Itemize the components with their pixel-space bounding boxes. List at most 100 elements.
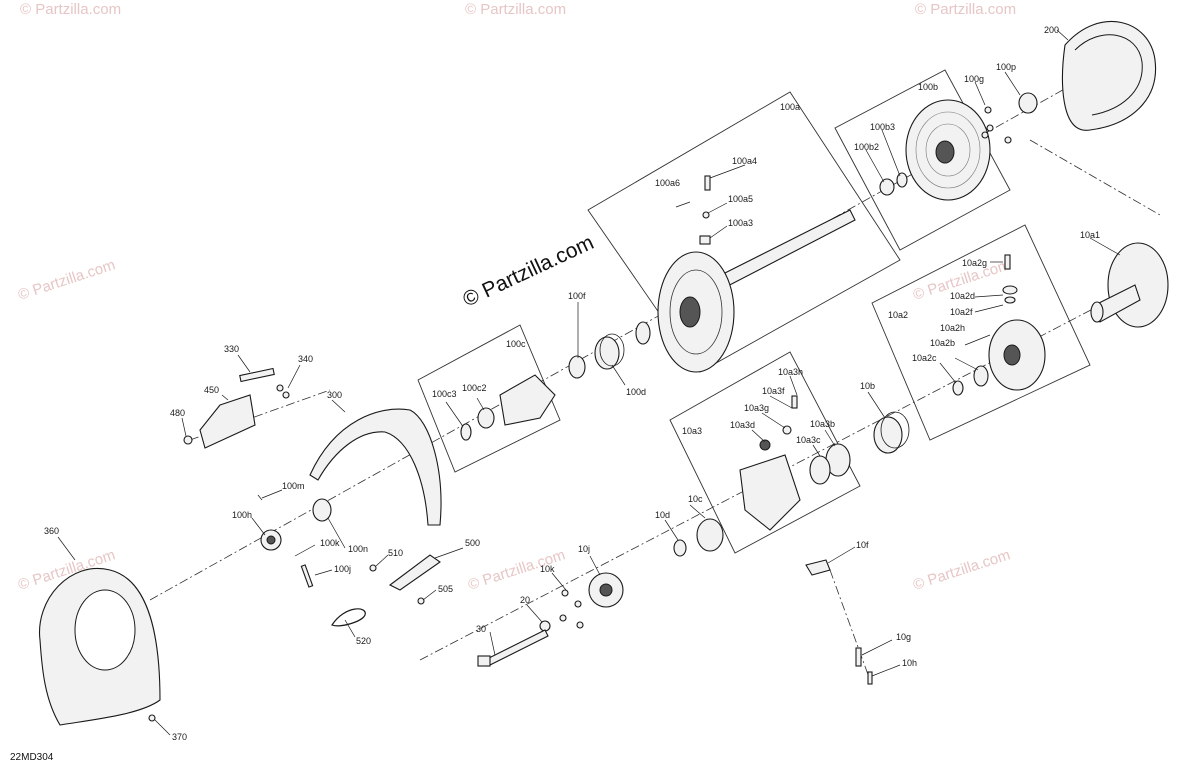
part-label: 360 [44, 526, 59, 536]
clip-520 [331, 608, 366, 627]
bearing-100c2 [477, 407, 495, 429]
part-label: 100a6 [655, 178, 680, 188]
bushing-100a3 [699, 235, 711, 245]
part-label: 200 [1044, 25, 1059, 35]
leader-lines [57, 29, 1121, 736]
part-label: 300 [327, 390, 342, 400]
spider-10a3 [739, 454, 801, 531]
part-label: 10a3h [778, 367, 803, 377]
assembly-box-100a [587, 91, 901, 373]
part-label: 100j [334, 564, 351, 574]
part-label: 100a5 [728, 194, 753, 204]
bearing-10c [696, 518, 724, 552]
part-label: 100a [780, 102, 800, 112]
part-label: 100b3 [870, 122, 895, 132]
part-labels: 200 100g 100p 100b 100a 100b3 100b2 100a… [44, 25, 1100, 742]
part-label: 10g [896, 632, 911, 642]
axis-line-belt [1029, 139, 1161, 216]
retainer-500 [388, 554, 441, 591]
part-label: 100g [964, 74, 984, 84]
part-label: 520 [356, 636, 371, 646]
part-label: 10c [688, 494, 703, 504]
part-label: 340 [298, 354, 313, 364]
part-label: 100n [348, 544, 368, 554]
part-label: 100f [568, 291, 586, 301]
assembly-box-100b [834, 69, 1011, 251]
pin-10g [855, 647, 862, 667]
bearing-100p [1018, 92, 1038, 114]
part-label: 100h [232, 510, 252, 520]
drive-belt [1061, 20, 1157, 131]
washer-100f [568, 355, 586, 379]
part-label: 10a3b [810, 419, 835, 429]
part-label: 10a2c [912, 353, 937, 363]
part-label: 10a3f [762, 386, 785, 396]
watermark: © Partzilla.com [16, 256, 117, 303]
part-label: 480 [170, 408, 185, 418]
part-label: 10a3 [682, 426, 702, 436]
part-label: 450 [204, 385, 219, 395]
part-label: 10a2d [950, 291, 975, 301]
part-label: 100k [320, 538, 340, 548]
part-label: 30 [476, 624, 486, 634]
ring-100c3 [460, 423, 472, 441]
part-label: 10a2b [930, 338, 955, 348]
ring-100b3 [896, 172, 908, 188]
part-label: 10a3c [796, 435, 821, 445]
part-label: 510 [388, 548, 403, 558]
axis-line-pins [829, 569, 871, 681]
part-label: 20 [520, 595, 530, 605]
part-label: 370 [172, 732, 187, 742]
part-label: 10f [856, 540, 869, 550]
assembly-box-10a3 [669, 351, 861, 554]
part-label: 10a1 [1080, 230, 1100, 240]
spring-100d [594, 336, 620, 370]
part-label: 100c3 [432, 389, 457, 399]
belt-guard-300 [309, 408, 442, 526]
watermark: © Partzilla.com [465, 1, 566, 18]
part-label: 10a3g [744, 403, 769, 413]
plate-330 [239, 367, 275, 383]
part-label: 330 [224, 344, 239, 354]
bearing-10a2b [973, 365, 989, 387]
part-label: 100b [918, 82, 938, 92]
part-label: 505 [438, 584, 453, 594]
part-label: 100c [506, 339, 526, 349]
lever-10f [805, 559, 831, 576]
ring-10d [673, 539, 687, 557]
bolt-30 [484, 629, 549, 667]
part-label: 100m [282, 481, 305, 491]
spider-100c [499, 374, 556, 426]
ring-100b2 [879, 178, 895, 196]
part-label: 10a2h [940, 323, 965, 333]
sheave-10a1 [1107, 242, 1169, 328]
part-label: 500 [465, 538, 480, 548]
watermark: © Partzilla.com [915, 1, 1016, 18]
part-label: 100a4 [732, 156, 757, 166]
part-label: 10a3d [730, 420, 755, 430]
part-label: 100a3 [728, 218, 753, 228]
assembly-box-10a2 [871, 224, 1091, 441]
bracket-450 [199, 394, 256, 449]
ring-10a2c [952, 380, 964, 396]
part-label: 10k [540, 564, 555, 574]
diagram-code: 22MD304 [10, 752, 54, 763]
part-label: 10a2g [962, 258, 987, 268]
pin-10h [867, 671, 873, 685]
bushing-10a3c [809, 455, 831, 485]
washer-100n [312, 498, 332, 522]
watermark-group: © Partzilla.com © Partzilla.com © Partzi… [16, 1, 1016, 594]
part-label: 10j [578, 544, 590, 554]
part-label: 100c2 [462, 383, 487, 393]
assembly-box-100c [417, 324, 561, 473]
bolt-100j [300, 564, 314, 588]
part-label: 100d [626, 387, 646, 397]
watermark: © Partzilla.com [911, 546, 1012, 593]
part-label: 10a2f [950, 307, 973, 317]
part-label: 100p [996, 62, 1016, 72]
part-label: 10d [655, 510, 670, 520]
part-label: 10h [902, 658, 917, 668]
part-label: 10a2 [888, 310, 908, 320]
part-label: 10b [860, 381, 875, 391]
